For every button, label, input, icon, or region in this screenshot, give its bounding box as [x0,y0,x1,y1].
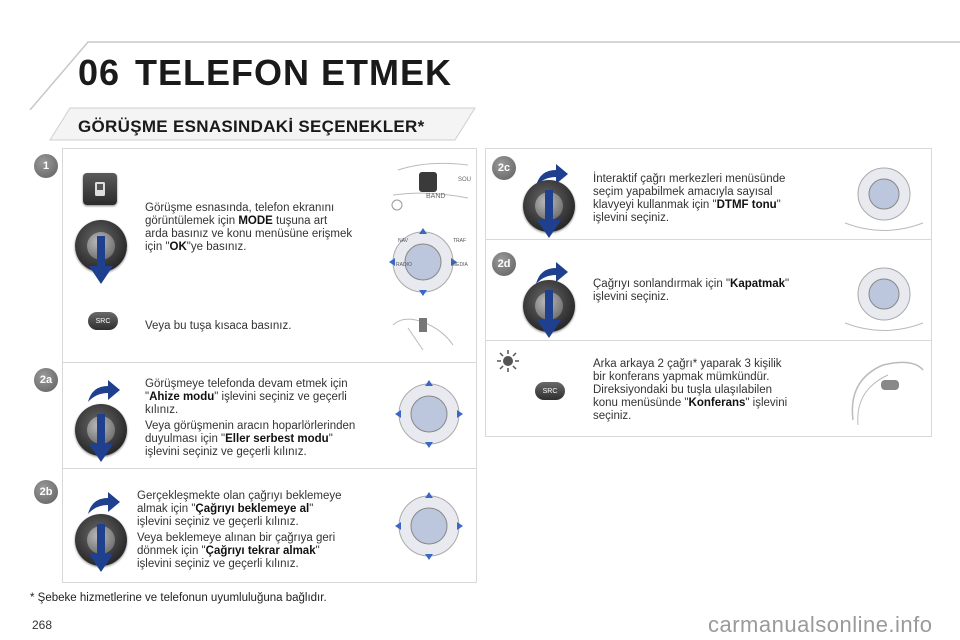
src-button[interactable]: SRC [535,382,565,400]
section-title: GÖRÜŞME ESNASINDAKİ SEÇENEKLER* [78,117,425,136]
step-badge-1: 1 [34,154,58,178]
control-pad-illustration [844,167,924,231]
phone-mode-button[interactable] [83,173,117,205]
traf-label: TRAF [453,238,467,244]
src-button[interactable]: SRC [88,312,118,330]
step-badge-2d: 2d [492,252,516,276]
step-badge-2a: 2a [34,368,58,392]
nav-label: NAV [398,238,408,244]
curved-arrow-icon [536,164,568,186]
header-frame [29,41,960,110]
sou-label: SOU [458,177,472,183]
page-title: TELEFON ETMEK [135,52,452,93]
phone-icon [95,182,105,196]
radio-label: RADIO [396,262,412,268]
steering-wheel-illustration [851,361,924,426]
chapter-number: 06 [78,52,121,93]
lightbulb-icon [497,350,519,372]
dashboard-illustration [389,162,469,351]
band-label: BAND [426,193,446,200]
watermark-text: carmanualsonline.info [708,612,933,637]
curved-arrow-icon [88,380,120,402]
step-2d-instruction: Çağrıyı sonlandırmak için "Kapatmak" işl… [593,278,790,303]
section-title-frame [49,107,476,141]
step-2b-instruction: Gerçekleşmekte olan çağrıyı beklemeye al… [137,490,342,528]
control-pad-illustration [395,380,463,448]
arrow-down-icon [89,524,113,572]
step-2a-instruction: Görüşmeye telefonda devam etmek için "Ah… [145,378,348,416]
arrow-down-icon [537,190,561,238]
step-2b-alt-instruction: Veya beklemeye alınan bir çağrıya geri d… [137,532,336,570]
media-label: MEDIA [452,262,468,268]
control-pad-illustration [395,492,463,560]
step-1-instruction: Görüşme esnasında, telefon ekranını görü… [145,202,353,253]
curved-arrow-icon [536,262,568,284]
step-badge-2b: 2b [34,480,58,504]
step-1-alt-instruction: Veya bu tuşa kısaca basınız. [145,320,292,332]
arrow-down-icon [537,290,561,338]
arrow-down-icon [89,236,113,284]
step-2c-instruction: İnteraktif çağrı merkezleri menüsünde se… [593,173,786,224]
tip-instruction: Arka arkaya 2 çağrı* yaparak 3 kişilik b… [593,358,788,422]
page-number: 268 [32,618,53,632]
arrow-down-icon [89,414,113,462]
footnote: * Şebeke hizmetlerine ve telefonun uyuml… [30,592,327,604]
step-2a-alt-instruction: Veya görüşmenin aracın hoparlörlerinden … [145,420,356,458]
control-pad-illustration [844,267,924,331]
curved-arrow-icon [88,492,120,514]
step-badge-2c: 2c [492,156,516,180]
